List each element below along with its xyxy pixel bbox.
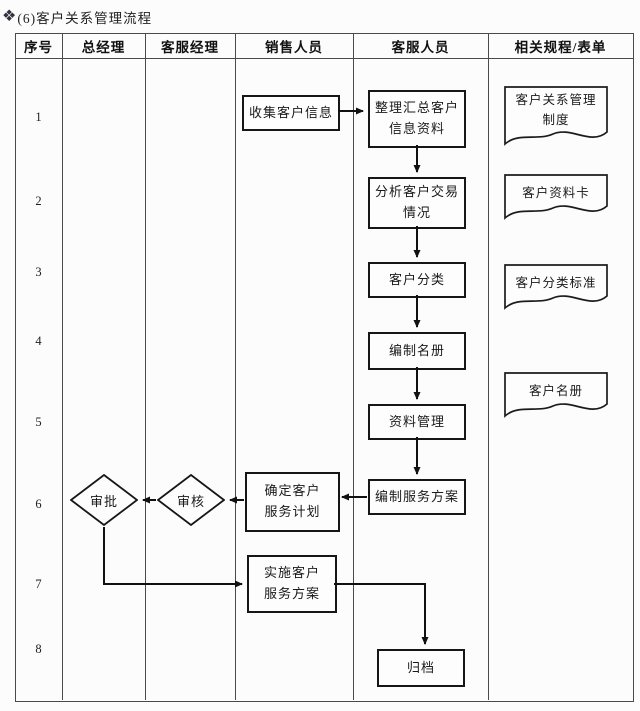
row-number-6: 6 [35, 497, 42, 511]
header-related-forms: 相关规程/表单 [514, 39, 607, 55]
diamond-shape [69, 473, 139, 527]
document-shape [504, 372, 608, 418]
document-crm-policy: 客户关系管理 制度 [501, 84, 611, 152]
row-number-5: 5 [35, 415, 42, 429]
process-organize-info: 整理汇总客户 信息资料 [368, 90, 466, 148]
process-data-management: 资料管理 [368, 404, 466, 440]
decision-review-label: 审核 [176, 493, 205, 509]
header-general-manager: 总经理 [81, 39, 126, 55]
process-draft-service-scheme: 编制服务方案 [368, 479, 466, 515]
diamond-shape [156, 473, 226, 527]
decision-approve-label: 审批 [89, 493, 118, 509]
process-collect-customer-info: 收集客户信息 [242, 95, 340, 131]
header-sales-staff: 销售人员 [265, 39, 323, 55]
row-number-7: 7 [35, 577, 42, 591]
page-title: ❖ (6)客户关系管理流程 [2, 6, 152, 28]
row-number-3: 3 [35, 265, 42, 279]
header-cs-staff: 客服人员 [391, 39, 450, 55]
column-divider-3 [235, 33, 236, 700]
header-cs-manager: 客服经理 [161, 39, 219, 55]
column-divider-5 [488, 33, 489, 700]
document-shape [504, 174, 608, 220]
decision-review: 审核 [156, 473, 226, 527]
column-divider-4 [353, 33, 354, 700]
document-customer-card-label: 客户资料卡 [522, 186, 590, 201]
document-shape [504, 264, 608, 310]
row-number-2: 2 [35, 194, 42, 208]
document-customer-roster: 客户名册 [501, 370, 611, 424]
header-separator-line [15, 58, 633, 59]
document-crm-policy-label: 客户关系管理 制度 [515, 93, 597, 128]
row-number-4: 4 [35, 334, 42, 348]
column-divider-2 [145, 33, 146, 700]
row-number-8: 8 [35, 642, 42, 656]
process-classify-customers: 客户分类 [368, 262, 466, 298]
row-number-1: 1 [35, 110, 42, 124]
document-shape [504, 86, 608, 146]
process-implement-service-plan: 实施客户 服务方案 [247, 555, 337, 613]
swimlane-table-frame [15, 33, 634, 702]
process-archive: 归档 [377, 649, 465, 687]
page-title-text: (6)客户关系管理流程 [17, 11, 153, 26]
document-customer-roster-label: 客户名册 [528, 384, 583, 399]
process-compile-roster: 编制名册 [368, 332, 466, 370]
decision-approve: 审批 [69, 473, 139, 527]
process-define-service-plan: 确定客户 服务计划 [245, 472, 340, 532]
document-customer-card: 客户资料卡 [501, 172, 611, 226]
diamond-cluster-icon: ❖ [2, 8, 17, 25]
header-seq: 序号 [24, 39, 53, 55]
document-classification-standard-label: 客户分类标准 [515, 276, 597, 291]
process-analyze-trade: 分析客户交易 情况 [368, 177, 466, 229]
column-divider-1 [62, 33, 63, 700]
document-classification-standard: 客户分类标准 [501, 262, 611, 316]
